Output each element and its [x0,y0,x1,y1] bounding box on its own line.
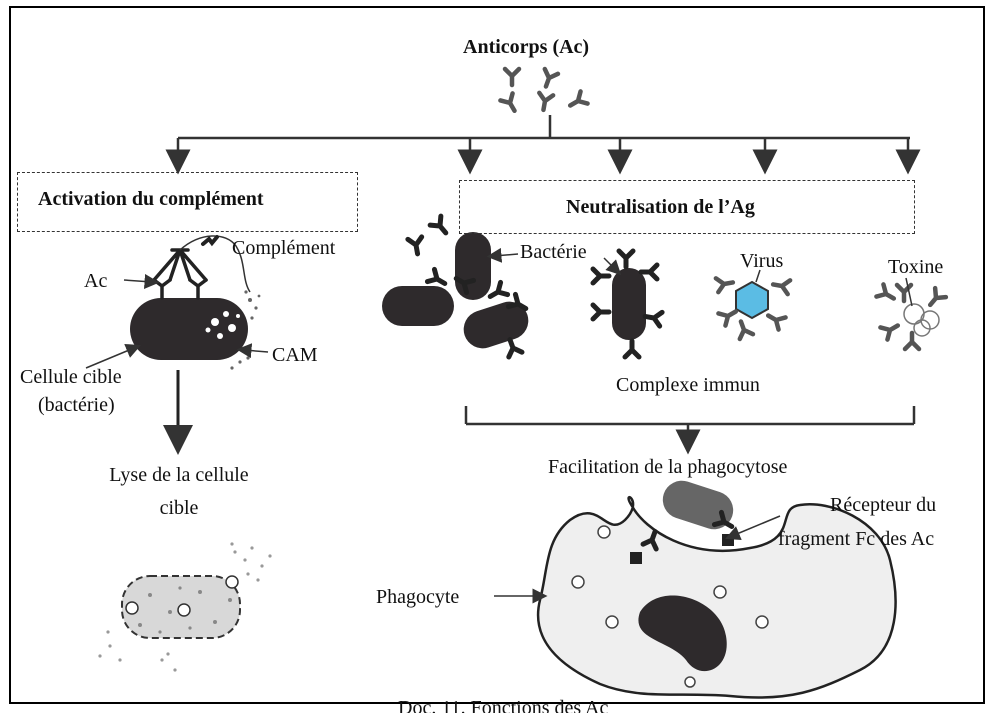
antibody-label: Ac [84,270,108,292]
target-cell-label: Cellule cible [20,366,122,388]
complement-label: Complément [232,237,336,259]
complement-heading: Activation du complément [38,188,264,210]
bacterium-label: Bactérie [520,241,587,263]
bacteria-neutralisation-illustration [382,216,533,357]
phagocyte-label: Phagocyte [376,586,460,608]
neutralisation-heading: Neutralisation de l’Ag [566,196,755,218]
antibody-cluster-icon [500,69,587,114]
lysis-outcome-line2: cible [159,497,199,519]
distribution-connector [165,115,921,175]
toxin-label: Toxine [888,256,944,278]
receptor-label-line2: fragment Fc des Ac [778,528,935,550]
lysed-cell-illustration [98,542,272,672]
figure-caption: Doc. 11. Fonctions des Ac [398,697,609,713]
lysis-outcome-line1: Lyse de la cellule [109,464,249,486]
phagocytosis-outcome: Facilitation de la phagocytose [548,456,788,478]
immune-complex-label: Complexe immun [616,374,760,396]
toxin-icon [876,277,945,349]
virus-icon [716,269,790,339]
phagocyte-illustration [494,480,897,699]
figure-frame [9,6,985,704]
diagram-title: Anticorps (Ac) [463,36,590,58]
complement-activation-illustration [85,235,269,455]
immune-complex-bracket [464,406,916,455]
virus-label: Virus [740,250,784,272]
complement-heading-box [17,172,358,232]
mac-label: CAM [272,344,318,366]
neutralisation-heading-box [459,180,915,234]
target-cell-note: (bactérie) [38,394,115,416]
single-bacterium-illustration [593,251,662,357]
receptor-label-line1: Récepteur du [830,494,937,516]
